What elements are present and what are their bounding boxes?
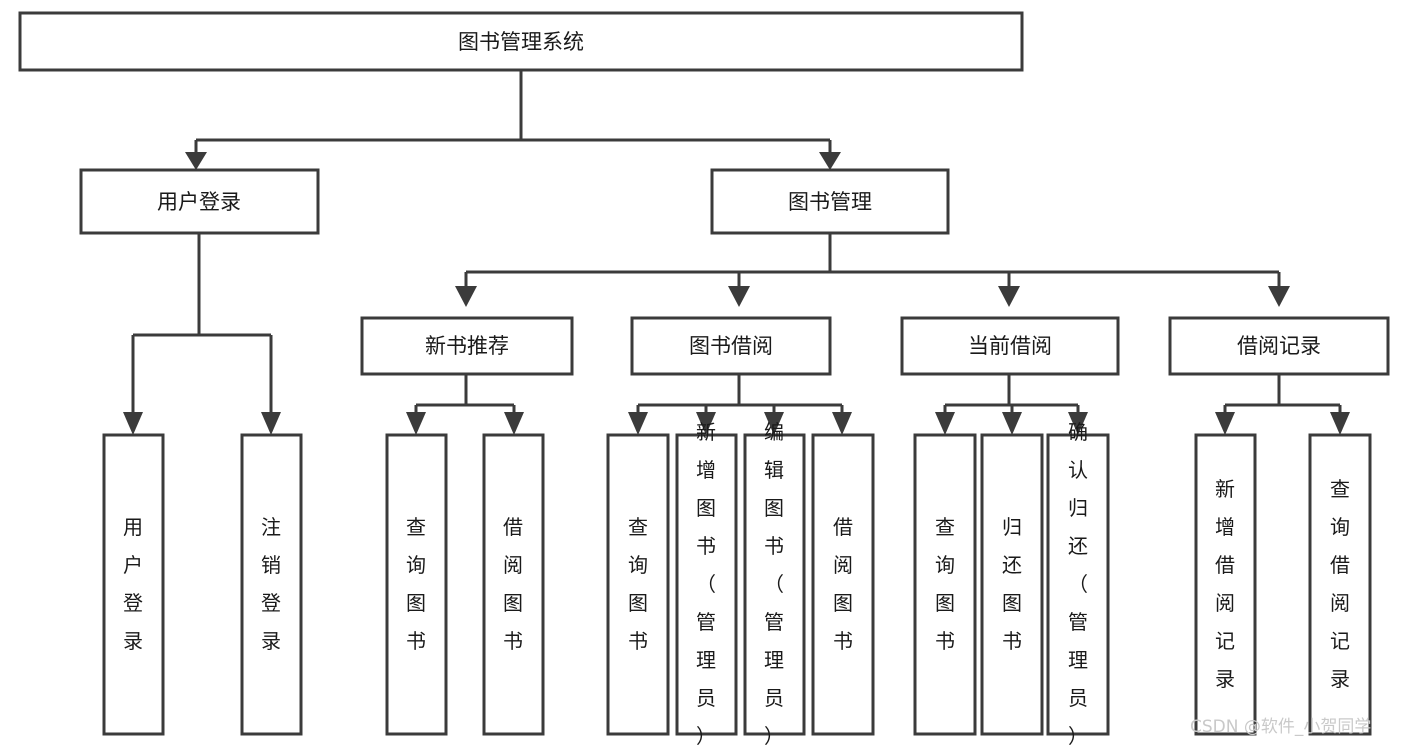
leaf-current-borrow-2[interactable]: 归还图书 — [980, 433, 1044, 736]
leaf-user-login-1[interactable]: 用户登录 — [102, 433, 165, 736]
leaf-book-borrow-1-box[interactable] — [606, 433, 670, 736]
leaf-book-borrow-4-label: 借阅图书 — [833, 515, 853, 653]
arrowhead-to-leaf-logout — [261, 412, 281, 435]
arrowhead-to-borrowrecord-leaf-1 — [1215, 412, 1235, 435]
arrowhead-layer — [123, 152, 1350, 435]
leaf-current-borrow-3-label: 确认归还（管理员） — [1068, 420, 1088, 747]
leaf-borrow-record-1-box[interactable] — [1194, 433, 1257, 736]
leaf-user-login-1-box[interactable] — [102, 433, 165, 736]
leaf-user-login-1-label: 用户登录 — [123, 515, 143, 653]
leaf-book-borrow-3[interactable]: 编辑图书（管理员） — [743, 420, 806, 747]
leaf-current-borrow-2-label: 归还图书 — [1002, 515, 1022, 653]
leaf-user-login-2[interactable]: 注销登录 — [240, 433, 303, 736]
node-current-borrow-box[interactable] — [900, 316, 1120, 376]
leaf-borrow-record-2[interactable]: 查询借阅记录 — [1308, 433, 1372, 736]
node-new-book-recommend[interactable]: 新书推荐 — [360, 316, 574, 376]
leaf-book-borrow-3-box[interactable] — [743, 433, 806, 736]
leaf-user-login-2-label: 注销登录 — [261, 515, 281, 653]
arrowhead-to-user-login — [185, 152, 207, 170]
leaf-new-book-1-label: 查询图书 — [406, 515, 426, 653]
leaf-current-borrow-2-box[interactable] — [980, 433, 1044, 736]
arrowhead-to-bookborrow-leaf-1 — [628, 412, 648, 435]
node-borrow-record-label: 借阅记录 — [1237, 334, 1321, 358]
node-user-login-box[interactable] — [79, 168, 320, 235]
arrowhead-to-book-manage — [819, 152, 841, 170]
node-book-borrow-box[interactable] — [630, 316, 832, 376]
leaf-current-borrow-3[interactable]: 确认归还（管理员） — [1046, 420, 1110, 747]
node-root-label: 图书管理系统 — [458, 30, 584, 54]
node-current-borrow-label: 当前借阅 — [968, 334, 1052, 358]
arrowhead-to-currentborrow-leaf-2 — [1002, 412, 1022, 435]
node-borrow-record[interactable]: 借阅记录 — [1168, 316, 1390, 376]
leaf-new-book-2-box[interactable] — [482, 433, 545, 736]
leaf-book-borrow-2[interactable]: 新增图书（管理员） — [675, 420, 738, 747]
node-borrow-record-box[interactable] — [1168, 316, 1390, 376]
node-new-book-recommend-box[interactable] — [360, 316, 574, 376]
leaf-user-login-2-box[interactable] — [240, 433, 303, 736]
leaf-new-book-1-box[interactable] — [385, 433, 448, 736]
node-book-manage[interactable]: 图书管理 — [710, 168, 950, 235]
arrowhead-to-borrow-record — [1268, 286, 1290, 307]
node-new-book-recommend-label: 新书推荐 — [425, 334, 509, 358]
node-current-borrow[interactable]: 当前借阅 — [900, 316, 1120, 376]
arrowhead-to-new-book — [455, 286, 477, 307]
node-book-manage-box[interactable] — [710, 168, 950, 235]
arrowhead-to-bookborrow-leaf-4 — [832, 412, 852, 435]
node-book-borrow-label: 图书借阅 — [689, 334, 773, 358]
leaf-new-book-2[interactable]: 借阅图书 — [482, 433, 545, 736]
leaf-borrow-record-1-label: 新增借阅记录 — [1215, 477, 1235, 691]
arrowhead-to-bookborrow-leaf-2 — [696, 412, 716, 435]
arrowhead-to-currentborrow-leaf-1 — [935, 412, 955, 435]
arrowhead-to-bookborrow-leaf-3 — [764, 412, 784, 435]
node-root[interactable]: 图书管理系统 — [18, 11, 1024, 72]
leaf-borrow-record-1[interactable]: 新增借阅记录 — [1194, 433, 1257, 736]
arrowhead-to-book-borrow — [728, 286, 750, 307]
arrowhead-to-current-borrow — [998, 286, 1020, 307]
node-user-login-label: 用户登录 — [157, 190, 241, 214]
arrowhead-to-newbook-leaf-1 — [406, 412, 426, 435]
node-book-borrow[interactable]: 图书借阅 — [630, 316, 832, 376]
node-user-login[interactable]: 用户登录 — [79, 168, 320, 235]
leaf-new-book-1[interactable]: 查询图书 — [385, 433, 448, 736]
leaf-current-borrow-1-label: 查询图书 — [935, 515, 955, 653]
leaf-book-borrow-2-box[interactable] — [675, 433, 738, 736]
leaf-book-borrow-1-label: 查询图书 — [628, 515, 648, 653]
csdn-watermark: CSDN @软件_小贺同学 — [1190, 717, 1371, 737]
arrowhead-to-currentborrow-leaf-3 — [1068, 412, 1088, 435]
leaf-book-borrow-4[interactable]: 借阅图书 — [811, 433, 875, 736]
leaf-book-borrow-2-label: 新增图书（管理员） — [696, 420, 716, 747]
leaf-current-borrow-3-box[interactable] — [1046, 433, 1110, 736]
node-book-manage-label: 图书管理 — [788, 190, 872, 214]
leaf-book-borrow-4-box[interactable] — [811, 433, 875, 736]
node-root-box[interactable] — [18, 11, 1024, 72]
leaf-borrow-record-2-label: 查询借阅记录 — [1330, 477, 1350, 691]
leaf-borrow-record-2-box[interactable] — [1308, 433, 1372, 736]
leaf-book-borrow-3-label: 编辑图书（管理员） — [764, 420, 784, 747]
leaf-new-book-2-label: 借阅图书 — [503, 515, 523, 653]
arrowhead-to-leaf-user-login — [123, 412, 143, 435]
arrowhead-to-newbook-leaf-2 — [504, 412, 524, 435]
leaf-book-borrow-1[interactable]: 查询图书 — [606, 433, 670, 736]
arrowhead-to-borrowrecord-leaf-2 — [1330, 412, 1350, 435]
leaf-current-borrow-1-box[interactable] — [913, 433, 977, 736]
leaf-current-borrow-1[interactable]: 查询图书 — [913, 433, 977, 736]
